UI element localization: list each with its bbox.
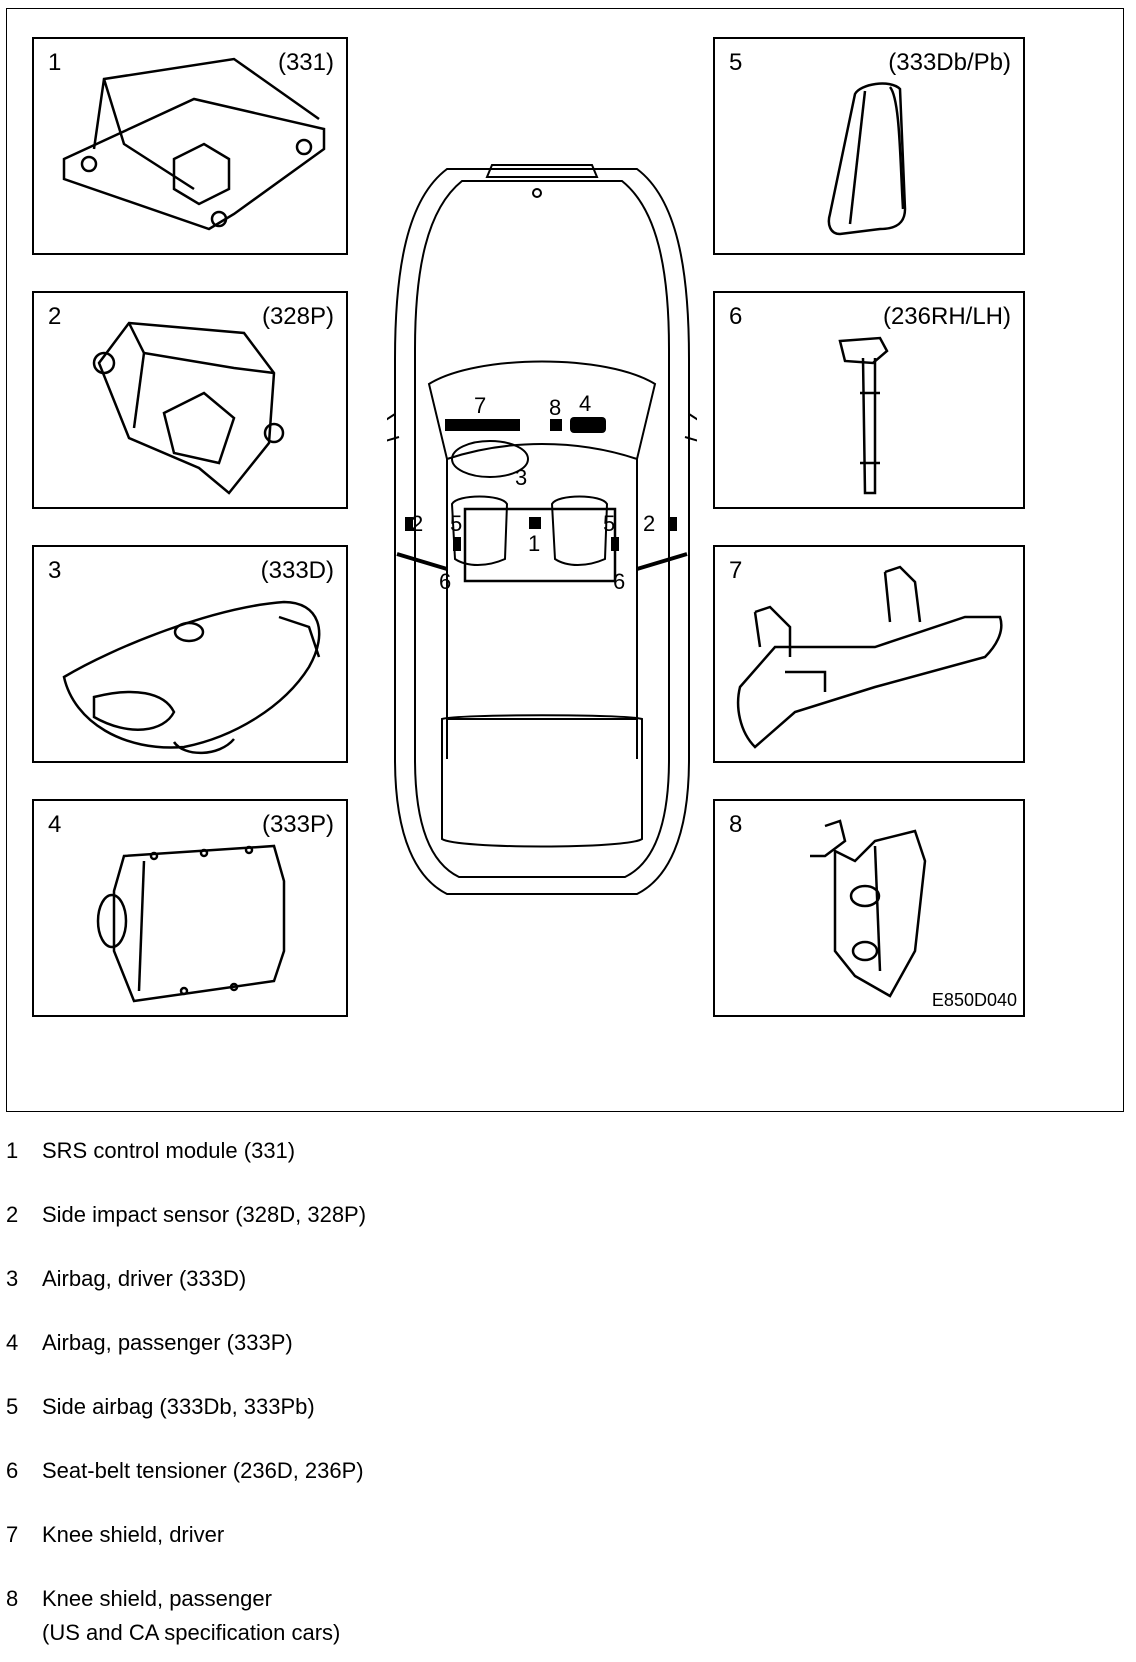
control-module-marker: [529, 517, 541, 529]
car-top-view: 7 8 4 3 2 5 1 5 2 6 6: [370, 159, 714, 914]
panel-number: 6: [729, 303, 743, 330]
side-airbag-icon: [827, 82, 907, 236]
panel-passenger-airbag: 4 (333P): [32, 799, 348, 1017]
panel-number: 2: [48, 303, 62, 330]
legend-text: SRS control module (331): [42, 1138, 296, 1163]
passenger-airbag-marker: [570, 417, 606, 433]
legend-number: 7: [6, 1522, 19, 1547]
side-sensor-right-marker: [669, 517, 677, 531]
panel-knee-shield-passenger: 8 E850D040: [713, 799, 1025, 1017]
knee-shield-passenger-icon: [810, 819, 927, 998]
car-label-1: 1: [528, 531, 541, 556]
figure-id: E850D040: [931, 990, 1017, 1010]
legend-number: 3: [6, 1266, 19, 1291]
panel-number: 7: [729, 557, 743, 584]
diagram-frame: 1 (331) 2 (328P) 3 (33: [6, 8, 1124, 1112]
car-label-6-left: 6: [439, 569, 452, 594]
side-airbag-left-marker: [453, 537, 461, 551]
car-label-5-left: 5: [450, 511, 463, 536]
car-label-3: 3: [515, 465, 528, 490]
panel-number: 8: [729, 811, 743, 838]
panel-impact-sensor: 2 (328P): [32, 291, 348, 509]
legend-text: Airbag, driver (333D): [42, 1266, 247, 1291]
legend-text: Knee shield, driver: [42, 1522, 225, 1547]
panel-number: 3: [48, 557, 62, 584]
panel-number: 1: [48, 49, 62, 76]
car-label-2-right: 2: [643, 511, 656, 536]
legend-number: 4: [6, 1330, 19, 1355]
side-airbag-right-marker: [611, 537, 619, 551]
panel-code: (328P): [261, 303, 334, 330]
knee-shield-driver-marker: [445, 419, 520, 431]
legend-text: Knee shield, passenger: [42, 1586, 272, 1611]
panel-code: (333P): [261, 811, 334, 838]
car-label-6-right: 6: [613, 569, 626, 594]
car-label-5-right: 5: [603, 511, 616, 536]
panel-side-airbag: 5 (333Db/Pb): [713, 37, 1025, 255]
impact-sensor-icon: [92, 321, 285, 495]
legend-text: Seat-belt tensioner (236D, 236P): [42, 1458, 364, 1483]
legend-text: Airbag, passenger (333P): [42, 1330, 293, 1355]
car-label-2-left: 2: [411, 511, 424, 536]
side-sensor-left-marker: [405, 517, 413, 531]
panel-code: (333Db/Pb): [888, 49, 1011, 76]
legend-number: 5: [6, 1394, 19, 1419]
legend-number: 8: [6, 1586, 19, 1611]
legend-number: 6: [6, 1458, 19, 1483]
panel-number: 4: [48, 811, 62, 838]
control-module-icon: [62, 57, 326, 231]
legend-text-continued: (US and CA specification cars): [42, 1620, 341, 1645]
belt-tensioner-icon: [838, 336, 889, 495]
legend-text: Side impact sensor (328D, 328P): [42, 1202, 367, 1227]
panel-number: 5: [729, 49, 743, 76]
panel-code: (333D): [260, 557, 334, 584]
panel-steering-airbag: 3 (333D): [32, 545, 348, 763]
panel-knee-shield-driver: 7: [713, 545, 1025, 763]
panel-code: (331): [277, 49, 334, 76]
panel-code: (236RH/LH): [882, 303, 1011, 330]
legend-number: 2: [6, 1202, 19, 1227]
legend-number: 1: [6, 1138, 19, 1163]
knee-shield-passenger-marker: [550, 419, 562, 431]
car-label-4: 4: [579, 391, 592, 416]
panel-control-module: 1 (331): [32, 37, 348, 255]
legend-text: Side airbag (333Db, 333Pb): [42, 1394, 315, 1419]
car-label-8: 8: [549, 395, 562, 420]
knee-shield-driver-icon: [736, 565, 1003, 749]
steering-airbag-icon: [62, 600, 321, 755]
car-outline-icon: [370, 164, 714, 895]
car-label-7: 7: [474, 393, 487, 418]
passenger-airbag-icon: [96, 844, 286, 1003]
panel-belt-tensioner: 6 (236RH/LH): [713, 291, 1025, 509]
